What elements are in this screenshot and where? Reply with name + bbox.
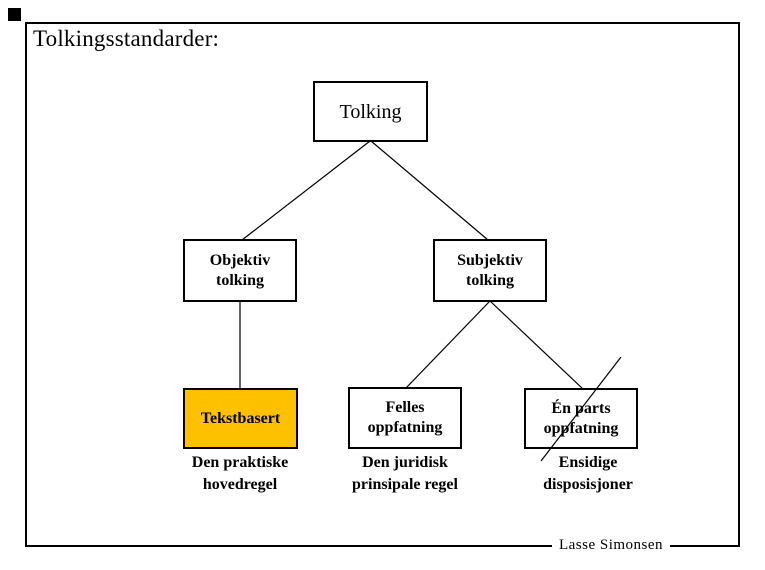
node-tekstbasert: Tekstbasert	[183, 388, 298, 449]
node-en-parts-oppfatning: Én parts oppfatning	[524, 388, 638, 449]
caption-felles: Den juridisk prinsipale regel	[352, 454, 458, 493]
node-felles-oppfatning: Felles oppfatning	[348, 387, 462, 449]
author-name: Lasse Simonsen	[558, 537, 664, 553]
node-objektiv-tolking: Objektiv tolking	[183, 239, 297, 302]
corner-square-decoration	[8, 8, 21, 21]
slide-title: Tolkingsstandarder:	[33, 26, 220, 51]
node-subjektiv-tolking: Subjektiv tolking	[433, 239, 547, 302]
footer-line-right	[670, 545, 740, 547]
slide-frame-border	[25, 22, 740, 546]
caption-enparts: Ensidige disposisjoner	[543, 454, 633, 493]
caption-tekstbasert: Den praktiske hovedregel	[191, 454, 289, 493]
node-tolking: Tolking	[313, 81, 428, 142]
footer-line-left	[25, 545, 552, 547]
